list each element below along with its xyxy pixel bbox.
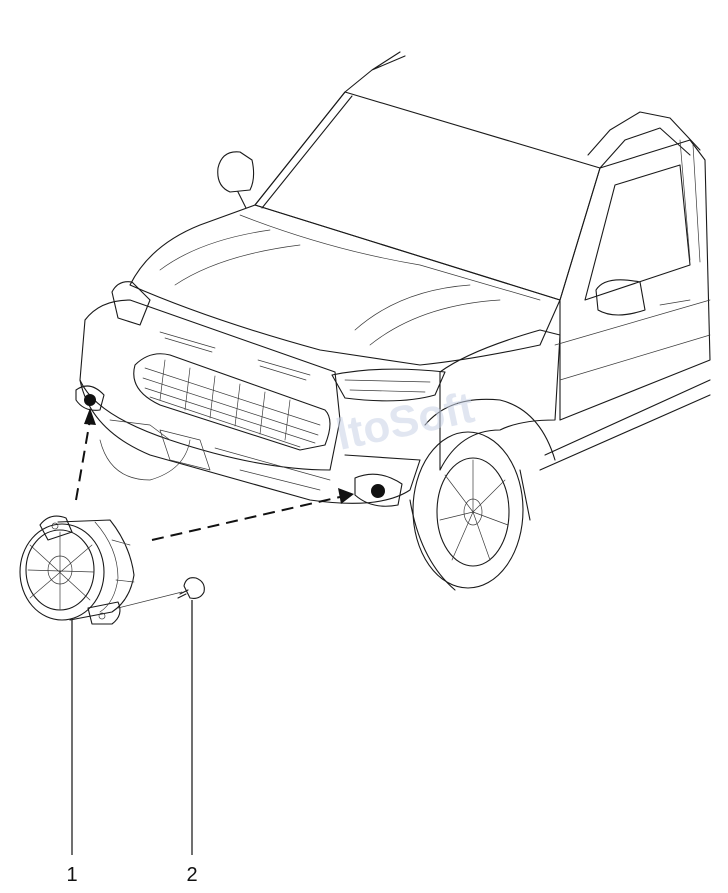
- arrow-head-right: [338, 488, 354, 504]
- side-mirror: [217, 151, 255, 209]
- fog-lamp-housing: [57, 519, 135, 621]
- fender-arch: [424, 398, 556, 461]
- callout-2: 2: [186, 864, 197, 886]
- fog-lamp-reflector: [27, 531, 95, 611]
- callout-1: 1: [66, 864, 77, 886]
- front-fascia: [79, 299, 341, 471]
- hood-crease-right: [354, 284, 501, 346]
- hood: [129, 204, 561, 366]
- callouts: 1 2: [66, 600, 198, 886]
- arrow-to-left-socket: [75, 419, 91, 501]
- wheel-spokes: [439, 459, 509, 561]
- fog-lamp-lens-rim: [19, 523, 105, 621]
- fog-lamp-part: [19, 515, 135, 625]
- a-pillar: [254, 91, 353, 209]
- watermark: ltoSoft: [332, 383, 479, 460]
- grille: [133, 353, 331, 451]
- hood-crease-left: [159, 229, 301, 286]
- side-body: [559, 139, 711, 421]
- windshield: [254, 91, 601, 301]
- arrow-head-left: [84, 408, 96, 425]
- roof-rail: [587, 111, 701, 169]
- grille-slats: [142, 359, 321, 448]
- side-window: [584, 164, 691, 301]
- left-wheel-hint: [99, 439, 191, 481]
- install-arrows: [75, 408, 354, 541]
- fog-socket-right: [371, 484, 385, 498]
- side-mirror-right: [595, 279, 646, 316]
- fog-socket-left: [84, 394, 96, 406]
- vehicle-drawing: [75, 51, 711, 591]
- side-sill: [539, 379, 711, 471]
- lower-bumper: [79, 379, 421, 504]
- fog-lamp-mount-bottom: [87, 601, 121, 625]
- front-wheel-tire: [412, 431, 524, 589]
- screw-head: [183, 577, 205, 599]
- front-wheel-rim: [436, 457, 510, 567]
- roof-edge: [344, 51, 406, 93]
- arrow-to-right-socket: [151, 496, 341, 541]
- screw-install-line: [117, 591, 183, 609]
- hood-seam: [239, 214, 541, 301]
- headlight-left: [111, 281, 151, 326]
- fog-lamp-mount-top: [39, 515, 73, 541]
- screw-part: [117, 577, 205, 609]
